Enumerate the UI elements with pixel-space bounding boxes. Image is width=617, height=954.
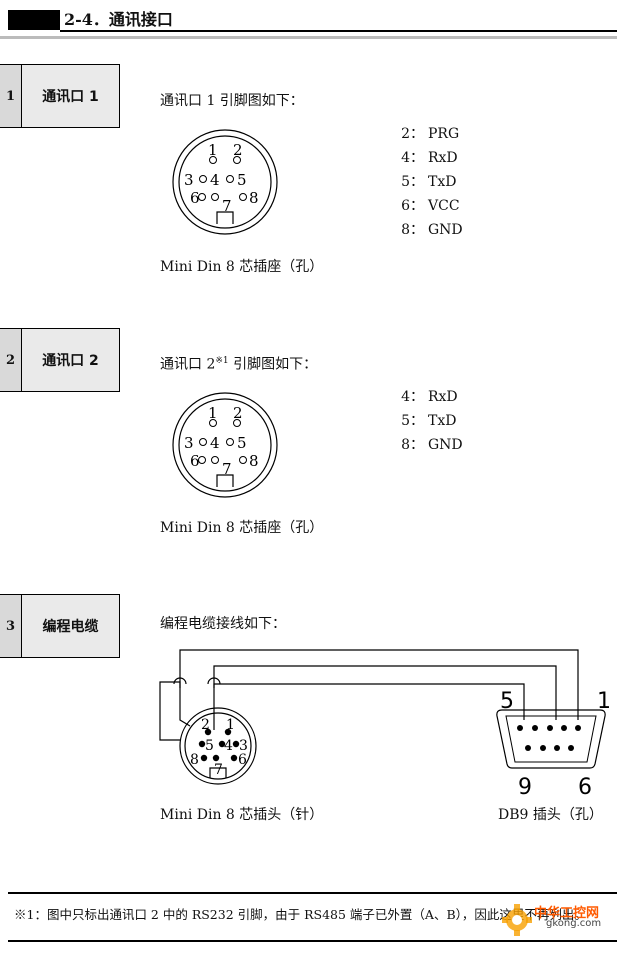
section-number: 2 [0, 329, 22, 391]
footnote-rule-top [8, 892, 617, 894]
header-rule [60, 30, 617, 32]
db9-pin-label: 1 [597, 689, 611, 714]
pin-label: 5 [205, 738, 214, 754]
pin-label: 6 [190, 189, 200, 207]
pin-label: 5 [237, 434, 247, 452]
cable-wiring-diagram: 1 2 3 4 5 6 7 8 5 1 9 6 [159, 649, 611, 800]
db9-caption: DB9 插头（孔） [498, 807, 603, 823]
pin-list-1: 2：PRG 4：RxD 5：TxD 6：VCC 8：GND [388, 122, 463, 242]
diagram-caption: Mini Din 8 芯插座（孔） [160, 259, 324, 275]
pin-label: 6 [238, 752, 247, 768]
pin-row: 5：TxD [401, 174, 457, 190]
gear-logo-icon [502, 904, 532, 936]
watermark-text: 中华工控网 [534, 906, 600, 921]
db9-pin-label: 9 [518, 775, 532, 800]
section-intro: 通讯口 2※1 引脚图如下： [160, 356, 318, 373]
section-intro: 通讯口 1 引脚图如下： [160, 93, 304, 109]
mini-din-socket-diagram-2: 1 2 3 4 5 6 7 8 [172, 392, 278, 498]
section-tab-1: 1 通讯口 1 [0, 64, 120, 128]
footnote-rule-bottom [8, 940, 617, 942]
page-title: 2-4．通讯接口 [64, 10, 173, 29]
pin-label: 2 [233, 141, 243, 159]
pin-row: 4：RxD [401, 389, 458, 405]
pin-row: 6：VCC [401, 198, 460, 214]
section-number: 3 [0, 595, 22, 657]
pin-label: 7 [222, 460, 232, 478]
db9-pin-label: 5 [500, 689, 514, 714]
pin-label: 3 [184, 171, 194, 189]
section-number: 1 [0, 65, 22, 127]
pin-label: 1 [226, 717, 235, 733]
section-label: 编程电缆 [22, 595, 119, 657]
footnote: ※1：图中只标出通讯口 2 中的 RS232 引脚，由于 RS485 端子已外置… [14, 907, 587, 922]
watermark-url: gkong.com [546, 918, 602, 929]
section-tab-2: 2 通讯口 2 [0, 328, 120, 392]
pin-label: 7 [214, 762, 223, 778]
pin-label: 4 [210, 434, 220, 452]
section-label: 通讯口 2 [22, 329, 119, 391]
pin-label: 3 [239, 738, 248, 754]
pin-label: 4 [210, 171, 220, 189]
db9-pin-label: 6 [578, 775, 592, 800]
pin-label: 2 [201, 717, 210, 733]
header-block [8, 10, 60, 30]
pin-label: 5 [237, 171, 247, 189]
section-tab-3: 3 编程电缆 [0, 594, 120, 658]
pin-row: 8：GND [401, 437, 463, 453]
pin-label: 8 [249, 452, 259, 470]
mini-din-socket-diagram-1: 1 2 3 4 5 6 7 8 [172, 129, 278, 235]
pin-row: 5：TxD [401, 413, 457, 429]
pin-label: 7 [222, 197, 232, 215]
pin-list-2: 4：RxD 5：TxD 8：GND [388, 385, 463, 457]
pin-label: 1 [208, 141, 218, 159]
pin-label: 4 [224, 738, 233, 754]
section-intro: 编程电缆接线如下： [160, 616, 286, 632]
pin-label: 2 [233, 404, 243, 422]
pin-label: 8 [249, 189, 259, 207]
pin-row: 2：PRG [401, 126, 460, 142]
pin-row: 8：GND [401, 222, 463, 238]
header-rule-gray [0, 36, 617, 39]
plug-caption: Mini Din 8 芯插头（针） [160, 807, 324, 823]
section-label: 通讯口 1 [22, 65, 119, 127]
pin-row: 4：RxD [401, 150, 458, 166]
pin-label: 6 [190, 452, 200, 470]
diagram-caption: Mini Din 8 芯插座（孔） [160, 520, 324, 536]
pin-label: 8 [190, 752, 199, 768]
pin-label: 1 [208, 404, 218, 422]
pin-label: 3 [184, 434, 194, 452]
